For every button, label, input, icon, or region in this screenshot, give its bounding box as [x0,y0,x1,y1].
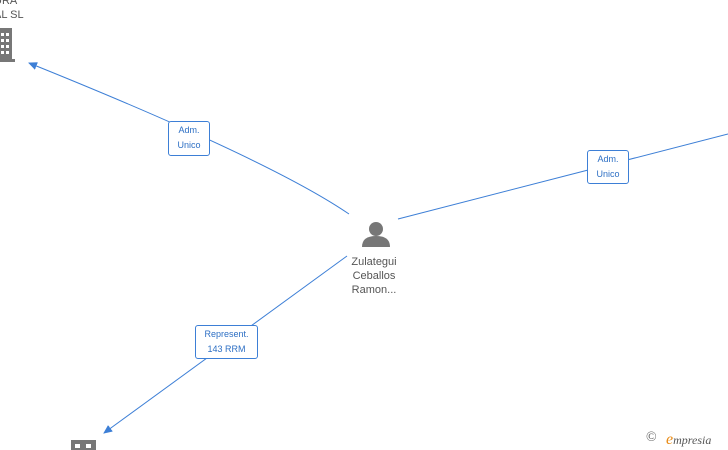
empresia-logo: empresia [666,431,711,449]
edge-label-bottom[interactable]: Represent. 143 RRM [195,325,258,359]
company-name-line: AL SL [0,9,24,21]
copyright-symbol: © [646,430,657,445]
person-name[interactable]: Zulategui Ceballos Ramon... [336,255,412,297]
person-name-line: Zulategui [351,256,397,268]
edge-label-line: Adm. [597,154,619,164]
edge-line-top-left [28,62,350,215]
building-icon[interactable] [71,440,96,450]
person-name-line: Ramon... [351,284,397,296]
empresia-watermark: © empresia [646,428,728,450]
brand-initial: e [666,431,674,448]
company-name-line: URA [0,0,18,7]
edge-label-line: 143 RRM [207,344,246,354]
company-name-top-left[interactable]: URA AL SL [0,0,38,22]
building-icon[interactable] [0,28,15,62]
person-name-line: Ceballos [352,270,396,282]
edge-label-top-left[interactable]: Adm. Unico [168,121,210,156]
edge-label-line: Represent. [204,329,249,339]
edge-line-right [397,133,728,220]
edge-label-line: Adm. [178,125,200,135]
brand-rest: mpresia [673,433,712,447]
edge-label-line: Unico [177,140,201,150]
edge-label-line: Unico [596,169,620,179]
person-icon[interactable] [362,222,390,247]
edge-label-right[interactable]: Adm. Unico [587,150,629,184]
